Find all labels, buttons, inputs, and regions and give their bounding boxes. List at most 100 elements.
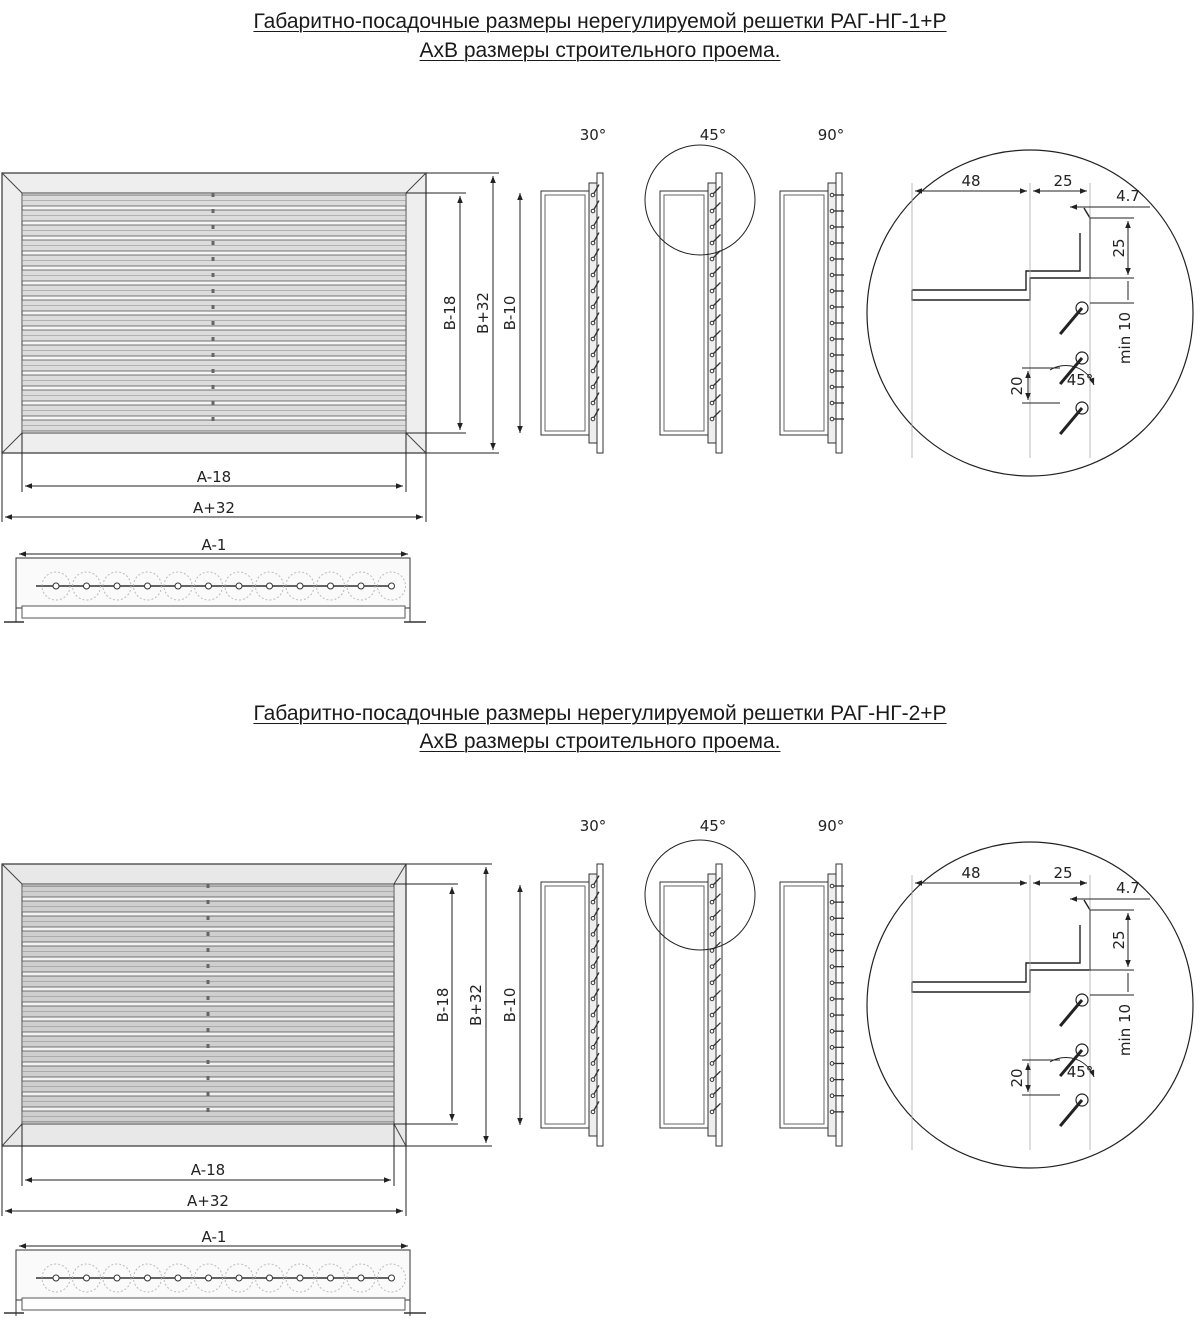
blade-pivot xyxy=(829,400,835,406)
blade-pivot xyxy=(709,256,715,262)
gear-roller xyxy=(102,571,132,601)
angle-label-45: 45° xyxy=(700,817,727,835)
roller-axle xyxy=(144,582,151,590)
blade-pivot xyxy=(709,224,715,230)
bottom-view: A-1 xyxy=(4,1228,426,1316)
side-view-90 xyxy=(779,863,844,1147)
blade-lower-arm xyxy=(1058,1099,1084,1128)
dimension-width: A-18 A+32 xyxy=(1,433,427,522)
frame-box xyxy=(540,881,590,1129)
face-flange xyxy=(596,172,604,454)
blade-pivot xyxy=(829,240,835,246)
blade-upper-arm xyxy=(1058,999,1084,1028)
blade-pivot xyxy=(590,272,596,278)
blade-pivot xyxy=(709,240,715,246)
blade-pivot xyxy=(709,915,715,921)
blade-pivot xyxy=(709,1012,715,1018)
frame-box xyxy=(659,190,709,436)
roller-axle xyxy=(296,582,304,590)
blade-pivot xyxy=(709,1109,715,1115)
blade-pivot xyxy=(709,1045,715,1050)
blade-pivot xyxy=(829,320,835,326)
blade-pivot xyxy=(829,883,835,889)
blade-pivot xyxy=(590,384,596,390)
face-flange xyxy=(715,172,723,454)
front-view-grille xyxy=(1,863,407,1147)
frame-profile xyxy=(911,899,1091,993)
detail-circle xyxy=(866,841,1194,1169)
blade-pivot xyxy=(709,1093,715,1099)
angle-label-90: 90° xyxy=(818,817,845,835)
blade-pivot xyxy=(590,208,596,214)
blade-pivot xyxy=(590,1077,596,1082)
roller-axle xyxy=(235,582,243,590)
dim-a-minus-1: A-1 xyxy=(202,536,227,554)
blade-pivot xyxy=(590,256,596,262)
side-view-90 xyxy=(779,172,844,454)
blade-pivot xyxy=(829,256,835,262)
gear-rollers xyxy=(41,571,406,601)
dim-b-minus-10: B-10 xyxy=(501,988,519,1023)
dim-b-minus-18: B-18 xyxy=(434,988,452,1023)
blade-pivot xyxy=(829,368,835,374)
section1-drawing: B-18 B+32 A-18 A+32 A-1 xyxy=(1,126,1194,623)
dim-25-top: 25 xyxy=(1053,172,1072,190)
blade-pivot xyxy=(709,996,715,1002)
blade-pivot xyxy=(829,1028,835,1034)
side-view-45 xyxy=(659,863,723,1147)
dim-angle-45: 45° xyxy=(1067,371,1094,389)
dim-min-10: min 10 xyxy=(1116,1004,1134,1056)
blade-pivot xyxy=(829,352,835,358)
gear-roller xyxy=(133,1263,162,1293)
blade-pivot xyxy=(590,932,596,937)
dimension-height: B-18 B+32 xyxy=(394,863,492,1147)
dimension-width: A-18 A+32 xyxy=(1,1124,407,1216)
side-view-30 xyxy=(540,172,604,454)
frame-box xyxy=(779,190,829,436)
roller-axle xyxy=(235,1274,243,1282)
blade-pivot xyxy=(709,208,715,214)
gear-roller xyxy=(224,571,254,601)
blade-pivot xyxy=(709,288,715,294)
gear-roller xyxy=(41,1263,71,1293)
blade-pivot xyxy=(829,1093,835,1099)
roller-axle xyxy=(266,1274,273,1282)
blade-pivot xyxy=(590,400,596,406)
gear-roller xyxy=(194,1263,223,1293)
roller-axle xyxy=(388,582,395,590)
roller-axle xyxy=(327,1274,334,1282)
roller-axle xyxy=(357,1274,365,1282)
roller-axle xyxy=(83,1274,90,1282)
blade-pivot xyxy=(829,996,835,1002)
blade-pivot xyxy=(590,1093,596,1099)
section2-drawing: B-18 B+32 A-18 A+32 A-1 30° xyxy=(1,817,1194,1316)
dimension-height: B-18 B+32 xyxy=(406,172,499,454)
gear-roller xyxy=(194,571,223,601)
blade-pivot xyxy=(590,224,596,230)
blade-pivot xyxy=(829,948,835,953)
dim-a-minus-18: A-18 xyxy=(197,468,231,486)
gear-roller xyxy=(377,1263,406,1293)
frame-inner xyxy=(663,194,705,432)
dim-angle-45: 45° xyxy=(1067,1063,1094,1081)
dim-48: 48 xyxy=(961,172,980,190)
roller-axle xyxy=(174,1274,182,1282)
blade-pivot xyxy=(829,288,835,294)
blade-pivot xyxy=(590,368,596,374)
gear-roller xyxy=(102,1263,132,1293)
blade-pivot xyxy=(829,915,835,921)
frame-inner xyxy=(783,885,825,1125)
blade-pivot xyxy=(829,304,835,310)
dim-b-plus-32: B+32 xyxy=(474,292,492,334)
section2-title-line1: Габаритно-посадочные размеры нерегулируе… xyxy=(253,702,947,725)
dim-4-7: 4.7 xyxy=(1116,879,1140,897)
blade-pivot xyxy=(829,1077,835,1082)
blade-pivot xyxy=(829,1109,835,1115)
blade-pivot xyxy=(829,1061,835,1066)
roller-axle xyxy=(205,582,212,590)
angle-label-90: 90° xyxy=(818,126,845,144)
blade-pivot xyxy=(709,964,715,969)
roller-axle xyxy=(205,1274,212,1282)
blade-pivot xyxy=(590,288,596,294)
